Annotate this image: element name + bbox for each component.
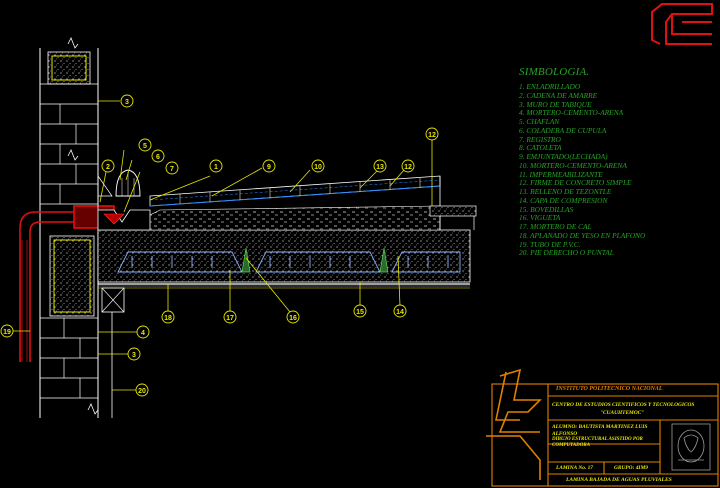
callouts: 3 1 9 10 13 12 12 5 6 7 2 18 17 16 15 14… (0, 94, 439, 397)
svg-text:10: 10 (314, 164, 322, 171)
legend-item: 18. APLANADO DE YESO EN PLAFONO (519, 230, 646, 240)
svg-text:6: 6 (156, 154, 160, 161)
wall-section (39, 37, 99, 418)
legend-item: 1. ENLADRILLADO (519, 82, 581, 91)
callout-14: 14 (393, 304, 407, 318)
callout-1: 1 (209, 159, 223, 173)
callout-12b: 12 (425, 127, 439, 141)
title-block (486, 368, 719, 487)
callout-12: 12 (401, 159, 415, 173)
callout-4: 4 (136, 325, 150, 339)
callout-15: 15 (353, 304, 367, 318)
svg-text:16: 16 (289, 315, 297, 322)
legend-item: 2. CADENA DE AMARRE (519, 90, 598, 100)
svg-text:3: 3 (132, 352, 136, 359)
svg-text:18: 18 (164, 315, 172, 322)
svg-text:2: 2 (106, 164, 110, 171)
legend-item: 10. MORTERO-CEMENTO-ARENA (519, 160, 627, 170)
callout-10: 10 (311, 159, 325, 173)
legend-item: 12. FIRME DE CONCRETO SIMPLE (519, 178, 632, 188)
ipn-emblem (486, 368, 542, 480)
subject-label: DIBUJO ESTRUCTURAL ASISTIDO POR COMPUTAD… (552, 437, 643, 448)
svg-text:7: 7 (170, 166, 174, 173)
svg-text:14: 14 (396, 309, 404, 316)
sheet-label: LAMINA No. 17 (556, 465, 593, 471)
legend-item: 3. MURO DE TABIQUE (519, 99, 592, 109)
center-label: CENTRO DE ESTUDIOS CIENTIFICOS Y TECNOLO… (552, 402, 695, 408)
student-label: ALUMNO: BAUTISTA MARTINEZ LUIS ALFONSO (552, 424, 648, 437)
svg-text:15: 15 (356, 309, 364, 316)
svg-text:20: 20 (138, 388, 146, 395)
legend-item: 13. RELLENO DE TEZONTLE (519, 187, 612, 196)
leader-lines (12, 100, 433, 391)
drain-detail (97, 169, 151, 418)
institute-label: INSTITUTO POLITECNICO NACIONAL (556, 386, 663, 392)
callout-6: 6 (151, 149, 165, 163)
legend-item: 6. COLADERA DE CUPULA (519, 125, 607, 135)
callout-9: 9 (262, 159, 276, 173)
legend-item: 14. CAPA DE COMPRESION (519, 195, 608, 205)
legend-item: 20. PIE DERECHO O PUNTAL (519, 248, 614, 258)
footer-label: LAMINA BAJADA DE AGUAS PLUVIALES (566, 477, 672, 483)
svg-text:9: 9 (267, 164, 271, 171)
legend-item: 15. BOVEDILLAS (519, 204, 574, 214)
legend-title: SIMBOLOGIA. (519, 66, 590, 78)
callout-2: 2 (101, 159, 115, 173)
svg-text:1: 1 (214, 164, 218, 171)
callout-18: 18 (161, 310, 175, 324)
callout-3b: 3 (127, 347, 141, 361)
group-label: GRUPO: 4IM9 (614, 465, 648, 471)
callout-20: 20 (135, 383, 149, 397)
svg-text:13: 13 (376, 164, 384, 171)
school-seal (671, 423, 711, 471)
legend-item: 8. CATOLETA (519, 143, 562, 153)
legend-item: 11. IMPERMEABILIZANTE (519, 169, 603, 179)
svg-text:12: 12 (428, 132, 436, 139)
legend-item: 16. VIGUETA (519, 213, 561, 223)
legend-item: 19. TUBO DE P.V.C. (519, 239, 581, 249)
svg-text:4: 4 (141, 330, 145, 337)
svg-text:12: 12 (404, 164, 412, 171)
callout-17: 17 (223, 310, 237, 324)
svg-text:3: 3 (125, 99, 129, 106)
callout-3a: 3 (120, 94, 134, 108)
logo-icon (651, 3, 713, 45)
callout-7: 7 (165, 161, 179, 175)
center-name-label: "CUAUHTEMOC" (600, 410, 645, 416)
legend-item: 17. MORTERO DE CAL (519, 222, 592, 231)
legend-item: 5. CHAFLAN (519, 117, 560, 126)
callout-19: 19 (0, 324, 14, 338)
legend-item: 9. EMJUNTADO(LECHADA) (519, 152, 608, 161)
svg-text:5: 5 (143, 143, 147, 150)
legend-item: 4. MORTERO-CEMENTO-ARENA (519, 108, 624, 118)
svg-text:17: 17 (226, 315, 234, 322)
legend-item: 7. REGISTRO (519, 134, 561, 144)
callout-5: 5 (138, 138, 152, 152)
roof-slab (97, 175, 477, 289)
svg-text:19: 19 (3, 329, 11, 336)
callout-16: 16 (286, 310, 300, 324)
callout-13: 13 (373, 159, 387, 173)
